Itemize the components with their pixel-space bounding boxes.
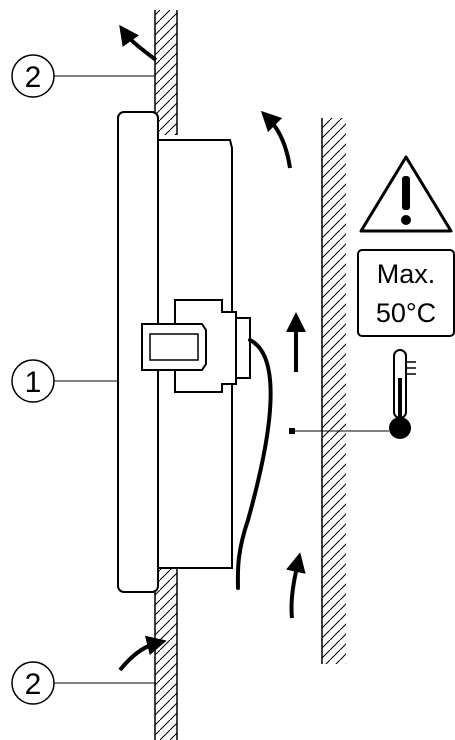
temperature-limit-line2: 50°C — [376, 298, 436, 328]
cable — [235, 338, 273, 590]
airflow-arrow-upper — [260, 110, 292, 169]
airflow-intake-arrow-bottom — [118, 635, 167, 672]
callout-top: 2 — [11, 54, 155, 98]
airflow-arrows — [118, 24, 306, 672]
temperature-limit-line1: Max. — [377, 259, 436, 289]
callout-bottom-number: 2 — [25, 668, 42, 701]
thermometer-icon — [389, 349, 416, 439]
callout-middle: 1 — [11, 359, 118, 403]
warning-triangle-icon — [359, 155, 453, 233]
airflow-arrow-lower — [286, 552, 306, 619]
measurement-point — [289, 428, 389, 434]
callout-middle-number: 1 — [25, 366, 42, 399]
adjacent-wall — [321, 118, 346, 664]
temperature-limit-box: Max. 50°C — [357, 249, 455, 337]
device — [117, 111, 251, 593]
airflow-exit-arrow-top — [119, 24, 158, 62]
callout-top-number: 2 — [25, 61, 42, 94]
callout-bottom: 2 — [11, 661, 155, 705]
